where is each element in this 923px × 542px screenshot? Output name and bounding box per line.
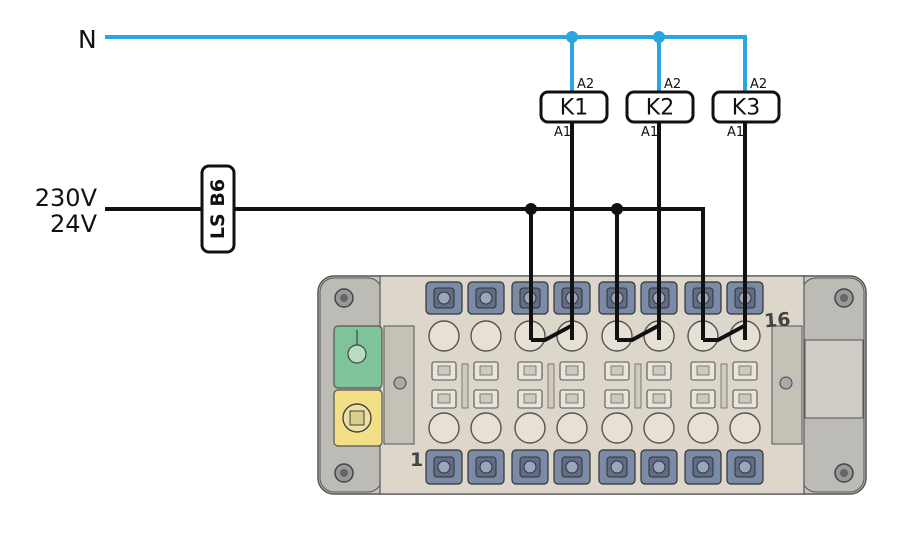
release-slot-inner xyxy=(610,393,624,404)
relay-k3: K3 A2 A1 xyxy=(711,77,781,140)
release-slot-inner xyxy=(696,393,710,404)
release-slot-inner xyxy=(610,365,624,376)
relay-k2-a1: A1 xyxy=(641,125,658,140)
screw-head-icon xyxy=(652,460,666,474)
wire-entry-hole xyxy=(428,412,460,444)
release-slot-inner xyxy=(523,393,537,404)
green-module-screw-icon xyxy=(347,344,367,364)
relay-k3-box xyxy=(711,90,781,124)
relay-k2-a2: A2 xyxy=(664,77,681,92)
relay-k2: K2 A2 A1 xyxy=(625,77,695,140)
screw-head-icon xyxy=(437,291,451,305)
phase-junction-dot xyxy=(611,203,623,215)
terminal-number-1: 1 xyxy=(410,449,423,471)
wire-entry-hole xyxy=(729,412,761,444)
release-slot-inner xyxy=(523,365,537,376)
contact-k3 xyxy=(703,324,745,342)
release-slot-inner xyxy=(652,365,666,376)
release-slot-inner xyxy=(652,393,666,404)
wire-entry-hole xyxy=(556,412,588,444)
relay-k1-name: K1 xyxy=(560,96,588,121)
release-slot-inner xyxy=(479,365,493,376)
relay-k3-a2: A2 xyxy=(750,77,767,92)
relay-k2-box xyxy=(625,90,695,124)
neutral-wires xyxy=(105,31,747,92)
column-divider xyxy=(547,363,555,409)
breaker-label: LS B6 xyxy=(207,179,229,239)
wire-entry-hole xyxy=(687,412,719,444)
release-slot-inner xyxy=(437,393,451,404)
wire-entry-hole xyxy=(470,412,502,444)
terminal-block: 16 1 xyxy=(317,275,867,495)
release-slot-inner xyxy=(696,365,710,376)
column-divider xyxy=(634,363,642,409)
screw-head-icon xyxy=(738,460,752,474)
screw-head-icon xyxy=(523,460,537,474)
relay-k1-a2: A2 xyxy=(577,77,594,92)
neutral-label: N xyxy=(78,25,97,54)
supply-line-right xyxy=(234,207,705,340)
relay-k1: K1 A2 A1 xyxy=(539,77,609,140)
relay-k3-a1: A1 xyxy=(727,125,744,140)
neutral-junction-dot xyxy=(653,31,665,43)
column-divider xyxy=(720,363,728,409)
phase-wires xyxy=(105,120,747,342)
release-slot-inner xyxy=(437,365,451,376)
screw-head-icon xyxy=(479,291,493,305)
screw-head-icon xyxy=(696,460,710,474)
terminal-number-16: 16 xyxy=(763,309,791,333)
screw-head-icon xyxy=(565,460,579,474)
relay-k2-name: K2 xyxy=(646,96,674,121)
breaker-body xyxy=(200,164,236,254)
mounting-screw-icon xyxy=(334,288,854,483)
column-divider xyxy=(461,363,469,409)
release-slot-inner xyxy=(565,365,579,376)
supply-voltage-230v: 230V xyxy=(35,184,98,212)
screw-head-icon xyxy=(610,460,624,474)
contact-k2 xyxy=(617,324,659,342)
relay-k3-name: K3 xyxy=(732,96,760,121)
screw-head-icon xyxy=(479,460,493,474)
release-slot-inner xyxy=(479,393,493,404)
wire-entry-hole xyxy=(428,320,460,352)
relay-k1-box xyxy=(539,90,609,124)
right-rail-clip xyxy=(804,339,864,419)
wire-entry-hole xyxy=(643,412,675,444)
circuit-breaker: LS B6 xyxy=(200,164,236,254)
screw-head-icon xyxy=(437,460,451,474)
release-slot-inner xyxy=(738,365,752,376)
right-latch-screw-icon xyxy=(779,376,793,390)
wire-entry-hole xyxy=(470,320,502,352)
wire-entry-hole xyxy=(514,412,546,444)
wire-entry-hole xyxy=(601,412,633,444)
phase-junction-dot xyxy=(525,203,537,215)
release-slot-inner xyxy=(565,393,579,404)
contact-k1 xyxy=(531,324,572,342)
neutral-bus xyxy=(105,35,747,92)
left-latch-screw-icon xyxy=(393,376,407,390)
supply-voltage-24v: 24V xyxy=(50,210,98,238)
neutral-junction-dot xyxy=(566,31,578,43)
release-slot-inner xyxy=(738,393,752,404)
relay-k1-a1: A1 xyxy=(554,125,571,140)
